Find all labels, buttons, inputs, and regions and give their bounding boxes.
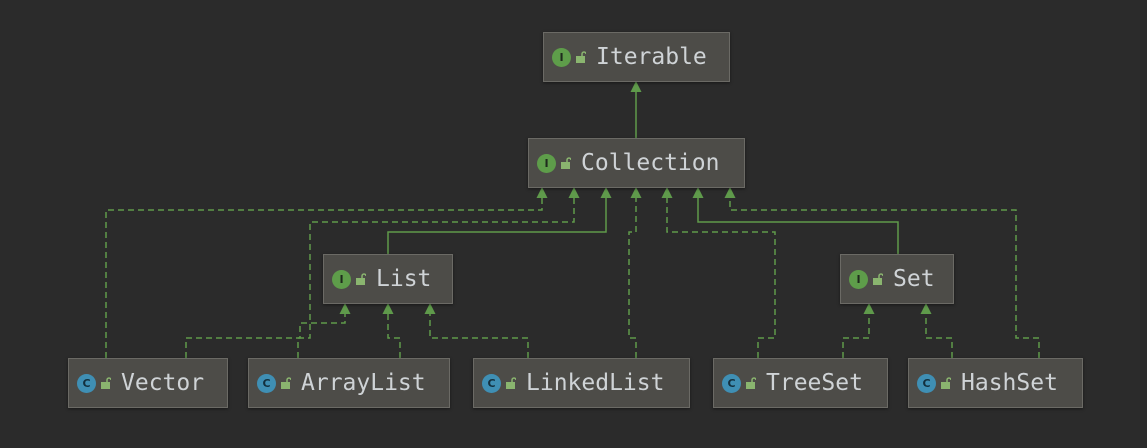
node-label: TreeSet <box>766 370 863 396</box>
node-vector[interactable]: C Vector <box>68 358 228 408</box>
edge-arraylist-list <box>387 312 401 358</box>
unlocked-padlock-icon <box>561 157 571 169</box>
edge-linkedlist-list <box>429 312 529 358</box>
node-treeset[interactable]: C TreeSet <box>713 358 888 408</box>
edge-linkedlist-collection <box>628 196 637 358</box>
arrowhead-list-3 <box>424 303 436 314</box>
edge-vector-collection <box>105 196 543 358</box>
node-label: List <box>376 266 432 292</box>
interface-icon: I <box>849 269 868 289</box>
node-label: Set <box>893 266 935 292</box>
class-icon: C <box>722 373 741 393</box>
edge-hashset-set <box>925 312 953 358</box>
interface-icon: I <box>537 153 556 173</box>
class-icon: C <box>257 373 276 393</box>
arrowhead-collection-7 <box>724 187 736 198</box>
unlocked-padlock-icon <box>941 377 951 389</box>
interface-icon: I <box>552 47 571 67</box>
arrowhead-collection-3 <box>600 187 612 198</box>
unlocked-padlock-icon <box>873 273 883 285</box>
unlocked-padlock-icon <box>506 377 516 389</box>
arrowhead-set-2 <box>920 303 932 314</box>
arrowhead-collection-5 <box>661 187 673 198</box>
class-icon: C <box>77 373 96 393</box>
class-icon: C <box>482 373 501 393</box>
unlocked-padlock-icon <box>576 51 586 63</box>
node-hashset[interactable]: C HashSet <box>908 358 1083 408</box>
node-label: Iterable <box>596 44 707 70</box>
edge-arraylist-collection <box>297 196 575 358</box>
node-label: ArrayList <box>301 370 426 396</box>
node-label: HashSet <box>961 370 1058 396</box>
node-label: LinkedList <box>526 370 665 396</box>
unlocked-padlock-icon <box>746 377 756 389</box>
node-set[interactable]: I Set <box>840 254 954 304</box>
class-icon: C <box>917 373 936 393</box>
edge-list-collection <box>387 196 607 254</box>
arrowhead-iterable <box>630 81 642 92</box>
node-label: Collection <box>581 150 720 176</box>
arrowhead-list-2 <box>382 303 394 314</box>
unlocked-padlock-icon <box>281 377 291 389</box>
unlocked-padlock-icon <box>356 273 366 285</box>
edge-treeset-collection <box>666 196 776 358</box>
arrowhead-collection-2 <box>568 187 580 198</box>
arrowhead-collection-4 <box>630 187 642 198</box>
unlocked-padlock-icon <box>101 377 111 389</box>
node-arraylist[interactable]: C ArrayList <box>248 358 450 408</box>
interface-icon: I <box>332 269 351 289</box>
arrowhead-collection-1 <box>536 187 548 198</box>
edge-treeset-set <box>842 312 870 358</box>
node-list[interactable]: I List <box>323 254 453 304</box>
arrowhead-list-1 <box>339 303 351 314</box>
node-linkedlist[interactable]: C LinkedList <box>473 358 690 408</box>
node-label: Vector <box>121 370 205 396</box>
edge-vector-list <box>185 312 346 358</box>
arrowhead-set-1 <box>863 303 875 314</box>
node-collection[interactable]: I Collection <box>528 138 745 188</box>
arrowhead-collection-6 <box>692 187 704 198</box>
edge-set-collection <box>697 196 899 254</box>
node-iterable[interactable]: I Iterable <box>543 32 730 82</box>
